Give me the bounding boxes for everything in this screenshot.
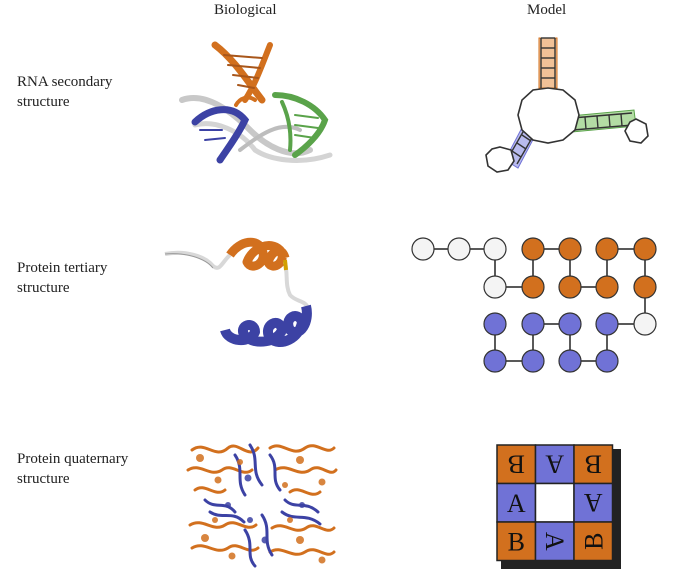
- tile-letter-B: B: [508, 449, 525, 478]
- tile-letter-A: A: [545, 449, 564, 478]
- lattice-node-orange: [521, 275, 545, 299]
- rna-model-loop-right: [624, 118, 649, 144]
- tertiary-ribbon-image: [164, 237, 312, 347]
- tile-A: [496, 482, 537, 523]
- tile-B: [573, 444, 614, 485]
- row-label-tertiary-line2: structure: [17, 280, 70, 296]
- lattice-node-orange: [558, 275, 582, 299]
- lattice-node-orange: [521, 237, 545, 261]
- lattice-node-blue: [558, 349, 582, 373]
- lattice-node-blue: [558, 312, 582, 336]
- header-model: Model: [527, 2, 567, 18]
- rna-ribbon-image: [179, 41, 333, 164]
- rna-model-stem-right: [571, 112, 634, 131]
- lattice-node-white: [411, 237, 435, 261]
- lattice-node-white: [633, 312, 657, 336]
- row-label-quaternary-line1: Protein quaternary: [17, 451, 129, 467]
- tile-letter-A: A: [584, 488, 603, 517]
- rna-model-loop-center: [517, 87, 580, 144]
- tile-B: [573, 521, 614, 562]
- tile-empty: [534, 482, 575, 523]
- lattice-node-orange: [633, 275, 657, 299]
- rna-model-loop-left: [485, 146, 515, 173]
- lattice-node-white: [483, 237, 507, 261]
- tile-letter-B: B: [585, 449, 602, 478]
- header-biological: Biological: [214, 2, 277, 18]
- tertiary-lattice-model: [411, 237, 657, 373]
- lattice-node-blue: [521, 349, 545, 373]
- row-label-tertiary: Protein tertiary structure: [17, 258, 177, 298]
- rna-model: [485, 37, 649, 173]
- row-label-quaternary: Protein quaternary structure: [17, 449, 177, 489]
- lattice-node-orange: [558, 237, 582, 261]
- quaternary-ribbon-image: [186, 443, 338, 568]
- lattice-node-blue: [595, 312, 619, 336]
- tile-letter-B: B: [508, 527, 525, 556]
- lattice-node-blue: [483, 312, 507, 336]
- tile-letter-B: B: [579, 533, 608, 550]
- row-label-tertiary-line1: Protein tertiary: [17, 260, 108, 276]
- tile-letter-A: A: [507, 489, 526, 518]
- lattice-node-orange: [595, 237, 619, 261]
- lattice-node-white: [483, 275, 507, 299]
- row-label-quaternary-line2: structure: [17, 471, 70, 487]
- row-label-rna-line1: RNA secondary: [17, 74, 113, 90]
- row-label-rna-line2: structure: [17, 94, 70, 110]
- rna-model-stem-top: [540, 37, 556, 88]
- lattice-node-blue: [521, 312, 545, 336]
- lattice-node-orange: [595, 275, 619, 299]
- tile-A: [573, 482, 614, 523]
- lattice-node-blue: [483, 349, 507, 373]
- tile-letter-A: A: [540, 532, 569, 551]
- tile-A: [534, 521, 575, 562]
- lattice-node-orange: [633, 237, 657, 261]
- lattice-node-blue: [595, 349, 619, 373]
- row-label-rna: RNA secondary structure: [17, 72, 177, 112]
- lattice-node-white: [447, 237, 471, 261]
